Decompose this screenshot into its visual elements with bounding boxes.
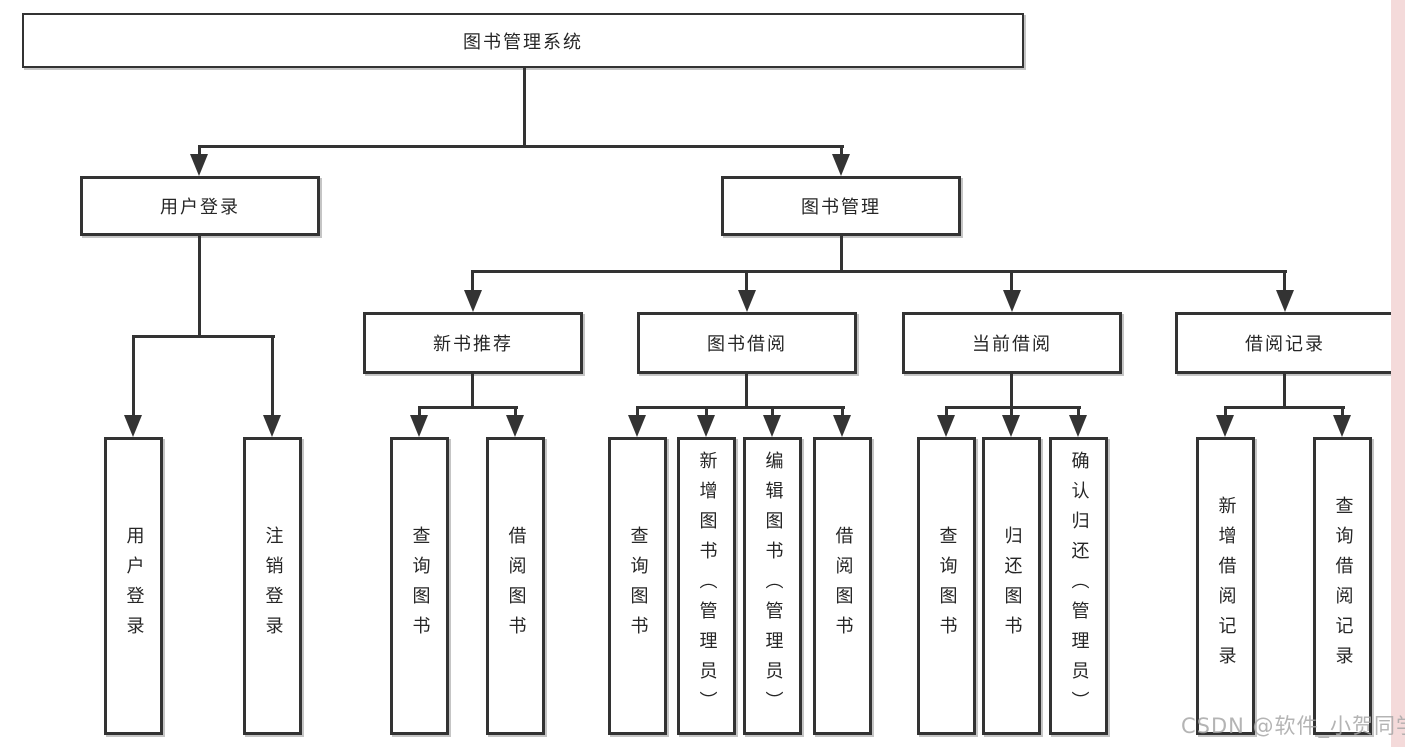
arrowhead-down-icon xyxy=(833,415,851,437)
leaf-add-borrow-record: 新增借阅记录 xyxy=(1196,437,1255,735)
connector-stub xyxy=(1341,406,1344,419)
watermark: CSDN @软件_小贺同学 xyxy=(1181,714,1405,738)
connector-stub xyxy=(771,406,774,419)
connector-stub-user-login xyxy=(198,145,201,158)
connector-borrowing-vertical xyxy=(745,374,748,408)
node-user-login: 用户登录 xyxy=(80,176,320,236)
leaf-add-book-admin: 新增图书（管理员） xyxy=(677,437,736,735)
leaf-query-books-current: 查询图书 xyxy=(917,437,976,735)
arrowhead-down-icon xyxy=(1216,415,1234,437)
leaf-query-borrow-record: 查询借阅记录 xyxy=(1313,437,1372,735)
connector-root-vertical xyxy=(523,68,526,147)
arrowhead-down-icon xyxy=(1002,415,1020,437)
node-book-management: 图书管理 xyxy=(721,176,961,236)
right-edge-strip xyxy=(1391,0,1405,747)
connector-stub xyxy=(745,270,748,294)
arrowhead-down-icon xyxy=(1069,415,1087,437)
arrowhead-down-icon xyxy=(263,415,281,437)
arrowhead-down-icon xyxy=(738,290,756,312)
connector-stub xyxy=(841,406,844,419)
node-new-book-recommend-label: 新书推荐 xyxy=(433,334,513,355)
leaf-user-login-label: 用户登录 xyxy=(123,526,145,646)
leaf-query-books-borrowing: 查询图书 xyxy=(608,437,667,735)
arrowhead-down-icon xyxy=(832,154,850,176)
connector-stub-book-management xyxy=(840,145,843,158)
leaf-query-books-current-label: 查询图书 xyxy=(936,526,958,646)
arrowhead-down-icon xyxy=(190,154,208,176)
node-current-borrowing-label: 当前借阅 xyxy=(972,334,1052,355)
arrowhead-down-icon xyxy=(1333,415,1351,437)
connector-records-vertical xyxy=(1283,374,1286,408)
connector-stub xyxy=(945,406,948,419)
connector-userlogin-horizontal xyxy=(132,335,275,338)
connector-stub xyxy=(471,270,474,294)
connector-stub xyxy=(1010,406,1013,419)
leaf-add-borrow-record-label: 新增借阅记录 xyxy=(1215,496,1237,676)
leaf-confirm-return-admin: 确认归还（管理员） xyxy=(1049,437,1108,735)
arrowhead-down-icon xyxy=(464,290,482,312)
node-current-borrowing: 当前借阅 xyxy=(902,312,1122,374)
connector-bookmgmt-horizontal xyxy=(471,270,1287,273)
connector-stub xyxy=(1010,270,1013,294)
node-user-login-label: 用户登录 xyxy=(160,197,240,218)
leaf-borrow-books-borrowing-label: 借阅图书 xyxy=(832,526,854,646)
connector-bookmgmt-vertical xyxy=(840,236,843,272)
connector-stub xyxy=(418,406,421,419)
node-new-book-recommend: 新书推荐 xyxy=(363,312,583,374)
connector-recommend-vertical xyxy=(471,374,474,408)
leaf-user-login: 用户登录 xyxy=(104,437,163,735)
leaf-borrow-books-recommend: 借阅图书 xyxy=(486,437,545,735)
connector-stub xyxy=(132,335,135,419)
arrowhead-down-icon xyxy=(763,415,781,437)
connector-root-horizontal xyxy=(198,145,844,148)
leaf-borrow-books-recommend-label: 借阅图书 xyxy=(505,526,527,646)
connector-current-horizontal xyxy=(945,406,1081,409)
leaf-query-borrow-record-label: 查询借阅记录 xyxy=(1332,496,1354,676)
leaf-logout-label: 注销登录 xyxy=(262,526,284,646)
connector-stub xyxy=(1224,406,1227,419)
arrowhead-down-icon xyxy=(506,415,524,437)
leaf-query-books-recommend-label: 查询图书 xyxy=(409,526,431,646)
leaf-query-books-borrowing-label: 查询图书 xyxy=(627,526,649,646)
leaf-edit-book-admin-label: 编辑图书（管理员） xyxy=(762,451,784,721)
arrowhead-down-icon xyxy=(697,415,715,437)
arrowhead-down-icon xyxy=(937,415,955,437)
leaf-logout: 注销登录 xyxy=(243,437,302,735)
leaf-confirm-return-admin-label: 确认归还（管理员） xyxy=(1068,451,1090,721)
leaf-return-book-label: 归还图书 xyxy=(1001,526,1023,646)
node-book-management-label: 图书管理 xyxy=(801,197,881,218)
node-borrowing-records-label: 借阅记录 xyxy=(1245,334,1325,355)
node-book-borrowing-label: 图书借阅 xyxy=(707,334,787,355)
arrowhead-down-icon xyxy=(1276,290,1294,312)
connector-stub xyxy=(514,406,517,419)
leaf-edit-book-admin: 编辑图书（管理员） xyxy=(743,437,802,735)
node-book-borrowing: 图书借阅 xyxy=(637,312,857,374)
connector-borrowing-horizontal xyxy=(636,406,845,409)
connector-records-horizontal xyxy=(1224,406,1345,409)
connector-userlogin-vertical xyxy=(198,236,201,337)
node-root-label: 图书管理系统 xyxy=(463,31,583,53)
connector-stub xyxy=(1283,270,1286,294)
connector-stub xyxy=(1077,406,1080,419)
leaf-add-book-admin-label: 新增图书（管理员） xyxy=(696,451,718,721)
arrowhead-down-icon xyxy=(1003,290,1021,312)
leaf-borrow-books-borrowing: 借阅图书 xyxy=(813,437,872,735)
arrowhead-down-icon xyxy=(124,415,142,437)
arrowhead-down-icon xyxy=(410,415,428,437)
connector-stub xyxy=(271,335,274,419)
node-borrowing-records: 借阅记录 xyxy=(1175,312,1395,374)
leaf-return-book: 归还图书 xyxy=(982,437,1041,735)
connector-stub xyxy=(636,406,639,419)
node-root: 图书管理系统 xyxy=(22,13,1024,68)
leaf-query-books-recommend: 查询图书 xyxy=(390,437,449,735)
arrowhead-down-icon xyxy=(628,415,646,437)
connector-recommend-horizontal xyxy=(418,406,518,409)
connector-current-vertical xyxy=(1010,374,1013,408)
connector-stub xyxy=(705,406,708,419)
